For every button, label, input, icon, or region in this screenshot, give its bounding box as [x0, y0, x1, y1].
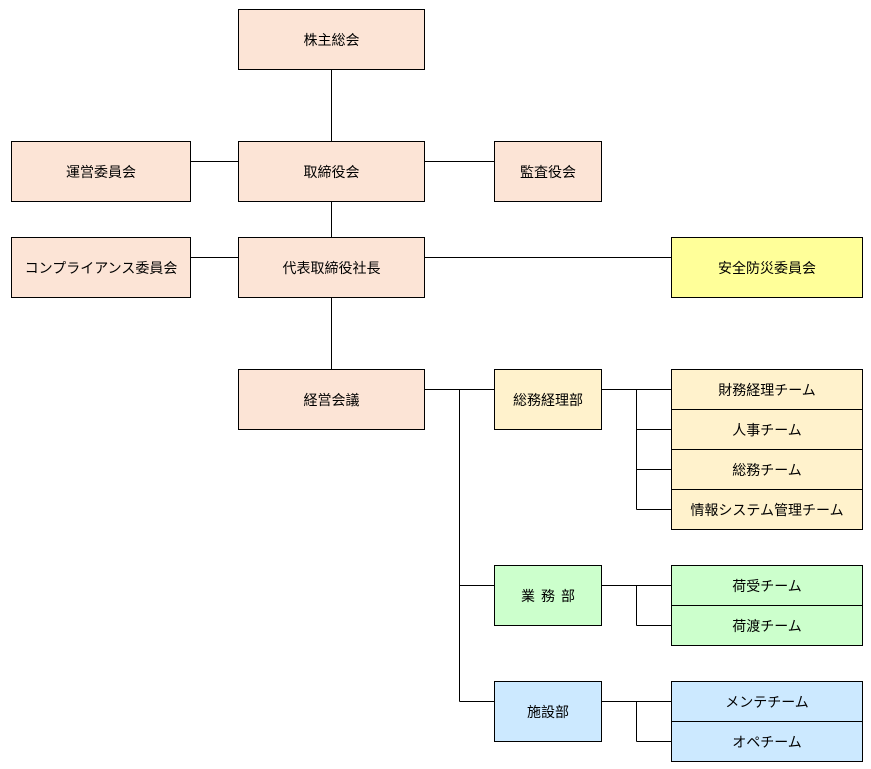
team-receiving: 荷受チーム: [671, 565, 863, 606]
team-operation: オペチーム: [671, 721, 863, 762]
shareholders-meeting-box: 株主総会: [238, 9, 425, 70]
audit-board-box: 監査役会: [494, 141, 602, 202]
compliance-committee-box: コンプライアンス委員会: [11, 237, 191, 298]
team-finance-accounting: 財務経理チーム: [671, 369, 863, 410]
president-box: 代表取締役社長: [238, 237, 425, 298]
facilities-dept-box: 施設部: [494, 681, 602, 742]
team-information-systems: 情報システム管理チーム: [671, 489, 863, 530]
board-of-directors-box: 取締役会: [238, 141, 425, 202]
operations-committee-box: 運営委員会: [11, 141, 191, 202]
team-general-affairs: 総務チーム: [671, 449, 863, 490]
general-affairs-dept-box: 総務経理部: [494, 369, 602, 430]
team-human-resources: 人事チーム: [671, 409, 863, 450]
team-delivery: 荷渡チーム: [671, 605, 863, 646]
safety-committee-box: 安全防災委員会: [671, 237, 863, 298]
team-maintenance: メンテチーム: [671, 681, 863, 722]
management-meeting-box: 経営会議: [238, 369, 425, 430]
operations-dept-box: 業務部: [494, 565, 602, 626]
